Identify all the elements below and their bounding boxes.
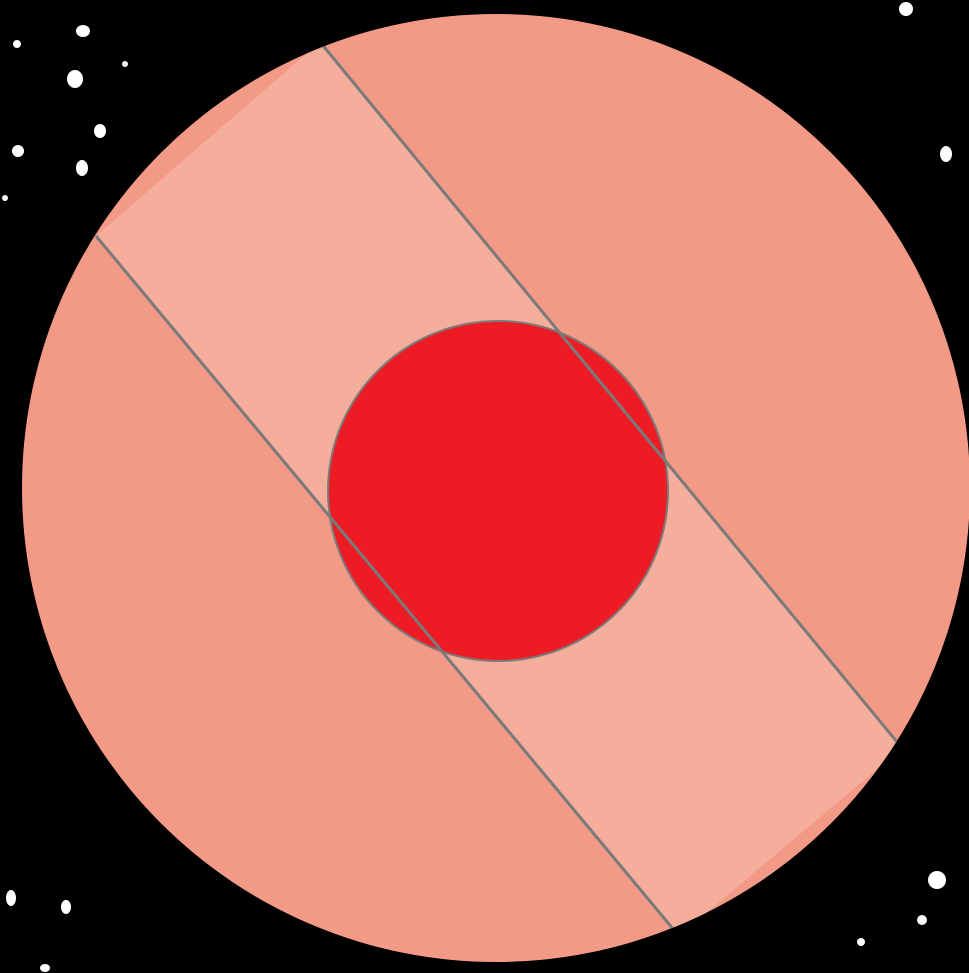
star	[12, 145, 24, 157]
star	[917, 915, 927, 925]
star	[40, 964, 50, 972]
star	[857, 938, 865, 946]
star	[928, 871, 946, 889]
star	[76, 160, 88, 176]
star	[13, 40, 21, 48]
star	[6, 890, 16, 906]
star	[122, 61, 128, 67]
star	[940, 146, 952, 162]
star	[899, 2, 913, 16]
central-circle	[328, 321, 668, 661]
star	[94, 124, 106, 138]
star	[76, 25, 90, 37]
star	[2, 195, 8, 201]
star	[67, 70, 83, 88]
star	[61, 900, 71, 914]
